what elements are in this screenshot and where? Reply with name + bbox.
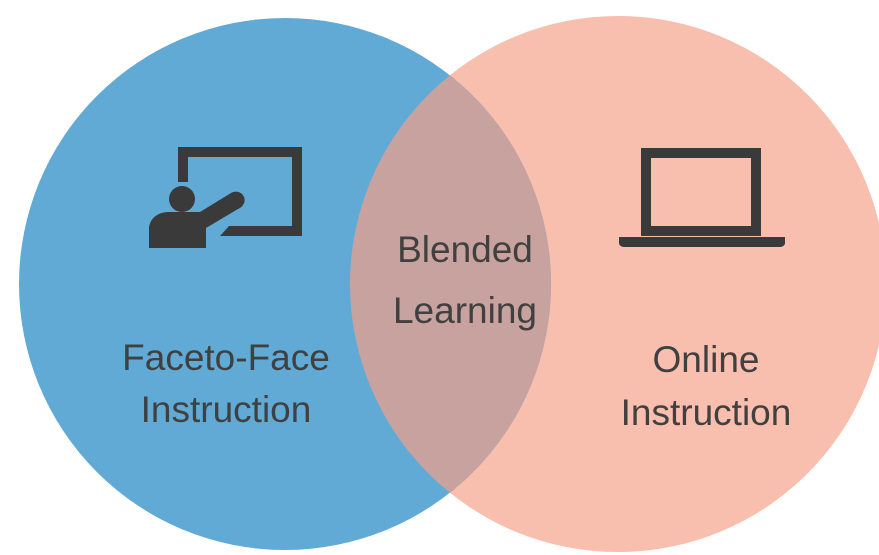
online-instruction-label-line2: Instruction <box>621 392 792 433</box>
blended-learning-label-line1: Blended <box>397 229 533 270</box>
teacher-at-board-icon <box>149 147 302 248</box>
laptop-icon <box>619 148 785 247</box>
face-to-face-label-line2: Instruction <box>141 389 312 430</box>
blended-learning-label-line2: Learning <box>393 290 537 331</box>
blended-overlap-region <box>350 18 551 550</box>
face-to-face-label-line1: Faceto-Face <box>122 337 330 378</box>
online-instruction-label-line1: Online <box>653 339 760 380</box>
